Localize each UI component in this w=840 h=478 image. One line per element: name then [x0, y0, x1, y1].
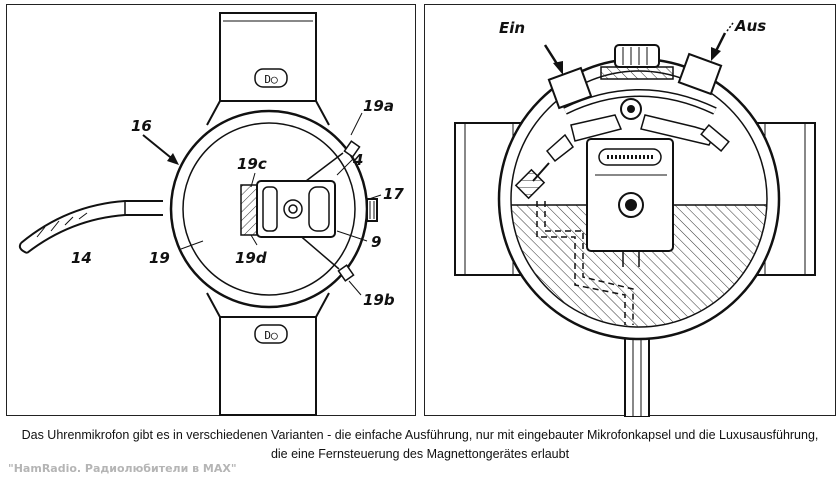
label-19a: 19a: [363, 97, 394, 115]
luxury-watch-drawing: Ein Aus: [454, 17, 816, 417]
svg-text:D◯: D◯: [264, 329, 278, 342]
arrow-16: [142, 134, 176, 162]
label-16: 16: [131, 117, 152, 135]
watch-microphone-drawing: D◯ D◯: [18, 12, 404, 416]
button-aus: [677, 52, 723, 96]
crown: [366, 198, 378, 222]
right-figure-panel: Ein Aus: [424, 4, 836, 417]
caption-line-1: Das Uhrenmikrofon gibt es in verschieden…: [21, 428, 819, 442]
caption: Das Uhrenmikrofon gibt es in verschieden…: [10, 426, 830, 464]
label-19b: 19b: [363, 291, 395, 309]
button-ein: [547, 66, 593, 110]
top-strap: [219, 12, 317, 106]
cable-down: [624, 324, 650, 417]
mic-capsule-hatched: [240, 184, 258, 236]
label-19d: 19d: [235, 249, 267, 267]
label-4: 4: [352, 151, 363, 169]
label-ein: Ein: [499, 19, 525, 37]
label-19c: 19c: [237, 155, 267, 173]
label-14: 14: [71, 249, 92, 267]
label-19: 19: [149, 249, 170, 267]
svg-text:D◯: D◯: [264, 73, 278, 86]
label-aus: Aus: [734, 17, 766, 35]
bottom-strap: [219, 314, 317, 416]
caption-line-2: die eine Fernsteuerung des Magnettongerä…: [270, 447, 570, 461]
cable-end: [18, 242, 28, 254]
label-9: 9: [371, 233, 381, 251]
left-figure-panel: D◯ D◯: [6, 4, 416, 416]
strap-buckle-top: [254, 68, 288, 88]
crown-top: [614, 44, 660, 68]
strap-buckle-bottom: [254, 324, 288, 344]
watermark: "HamRadio. Радиолюбители в MAX": [8, 462, 237, 475]
label-17: 17: [383, 185, 404, 203]
